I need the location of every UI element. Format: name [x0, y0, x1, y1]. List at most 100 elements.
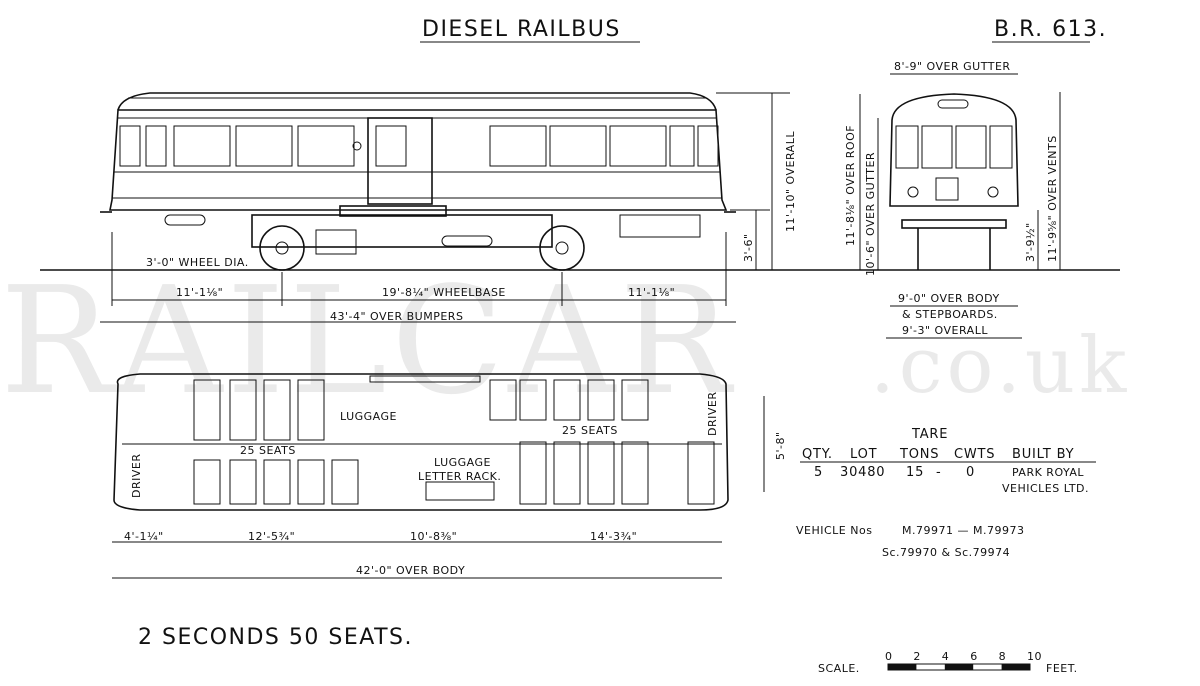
seat-bay-lower-right	[621, 441, 649, 505]
over-vents-label: 11'-9⅝" OVER VENTS	[1046, 135, 1059, 262]
side-body	[109, 109, 728, 211]
side-window	[549, 125, 607, 167]
end-window-3	[955, 125, 987, 169]
seat-bay-upper-right	[553, 379, 581, 421]
letter-rack-box	[425, 481, 495, 501]
watermark-main: RAILCAR	[0, 255, 735, 427]
overall-height-label: 11'-10" OVERALL	[784, 131, 797, 232]
tare-header-lot: LOT	[850, 447, 877, 462]
letter-rack-label: LETTER RACK.	[418, 470, 501, 483]
side-door	[367, 117, 433, 205]
headlamp-left	[907, 186, 919, 198]
scale-tick-label: 0	[885, 650, 893, 663]
drawing-number: B.R. 613.	[994, 17, 1107, 42]
overhang-right-label: 11'-1⅛"	[628, 286, 675, 299]
seat-bay-lower-left	[331, 459, 359, 505]
engine-unit	[315, 229, 357, 255]
headlamp-right	[987, 186, 999, 198]
tare-title: TARE	[911, 427, 948, 442]
side-window	[235, 125, 293, 167]
side-window	[489, 125, 547, 167]
side-window	[145, 125, 167, 167]
tare-header-cwts: CWTS	[954, 447, 995, 462]
luggage-label: LUGGAGE	[340, 410, 397, 423]
overhang-left-label: 11'-1⅛"	[176, 286, 223, 299]
seat-bay-upper-right	[587, 379, 615, 421]
route-indicator	[935, 177, 959, 201]
end-floor-label: 3'-9½"	[1024, 222, 1037, 262]
tare-qty-value: 5	[814, 465, 823, 480]
seat-bay-upper-left	[229, 379, 257, 441]
scale-unit: FEET.	[1046, 662, 1078, 675]
side-door-plan	[369, 375, 481, 383]
dim-d-label: 14'-3¾"	[590, 530, 637, 543]
watermark-suffix: .co.uk	[870, 321, 1130, 411]
seat-bay-upper-right	[519, 379, 547, 421]
seats-right-label: 25 SEATS	[562, 424, 618, 437]
tare-lot-value: 30480	[840, 465, 885, 480]
plan-view: LUGGAGE 25 SEATS 25 SEATS LUGGAGE LETTER…	[112, 373, 787, 579]
seat-bay-lower-left	[193, 459, 221, 505]
scale-bar-fill	[944, 664, 974, 670]
seat-bay-lower-right	[687, 441, 715, 505]
scale-bar-fill	[1001, 664, 1030, 670]
floor-height-label: 3'-6"	[742, 233, 755, 262]
tare-cwts-value: 0	[966, 465, 975, 480]
side-windows	[119, 125, 719, 167]
side-window	[609, 125, 667, 167]
door-window	[375, 125, 407, 167]
end-elevation: 8'-9" OVER GUTTER 11'-8⅛" OVER ROOF 10'-…	[844, 60, 1061, 339]
side-window	[173, 125, 231, 167]
end-window-4	[989, 125, 1013, 169]
axle-left	[275, 241, 289, 255]
side-window	[119, 125, 141, 167]
end-body	[889, 93, 1019, 207]
builder-line-1: PARK ROYAL	[1012, 466, 1084, 479]
seat-bay-lower-right	[519, 441, 547, 505]
step-board	[339, 205, 447, 217]
fuel-tank	[164, 214, 206, 226]
dim-b-label: 12'-5¾"	[248, 530, 295, 543]
side-elevation: 11'-10" OVERALL 3'-6" 3'-0" WHEEL DIA. 1…	[40, 92, 1120, 323]
plan-over-body-label: 42'-0" OVER BODY	[356, 564, 465, 577]
seat-bay-upper-left	[193, 379, 221, 441]
dim-c-label: 10'-8⅜"	[410, 530, 457, 543]
seat-bay-lower-right	[587, 441, 615, 505]
driver-right-label: DRIVER	[706, 392, 719, 436]
tare-tons-value: 15	[906, 465, 924, 480]
scale-bar-fill	[888, 664, 917, 670]
tare-header-qty: QTY.	[802, 447, 833, 462]
tare-table: TARE QTY. LOT TONS CWTS BUILT BY 5 30480…	[800, 427, 1096, 495]
vehicle-numbers-line-1: M.79971 — M.79973	[902, 524, 1024, 537]
scale-tick-label: 6	[970, 650, 978, 663]
end-window-1	[895, 125, 919, 169]
underframe-box	[251, 214, 553, 248]
tare-header-built-by: BUILT BY	[1012, 447, 1074, 462]
luggage-rack-label: LUGGAGE	[434, 456, 491, 469]
dim-a-label: 4'-1¼"	[124, 530, 164, 543]
wheel-dia-label: 3'-0" WHEEL DIA.	[146, 256, 249, 269]
over-body-width-label: 9'-0" OVER BODY	[898, 292, 1000, 305]
end-window-2	[921, 125, 953, 169]
over-bumpers-label: 43'-4" OVER BUMPERS	[330, 310, 463, 323]
seats-left-label: 25 SEATS	[240, 444, 296, 457]
drawing-title: DIESEL RAILBUS	[422, 17, 621, 42]
scale-tick-label: 8	[999, 650, 1007, 663]
over-gutter-width-label: 8'-9" OVER GUTTER	[894, 60, 1011, 73]
builder-line-2: VEHICLES LTD.	[1002, 482, 1089, 495]
seat-bay-upper-left	[297, 379, 325, 441]
vehicle-numbers-line-2: Sc.79970 & Sc.79974	[882, 546, 1010, 559]
plan-seats	[193, 379, 715, 505]
seating-summary: 2 SECONDS 50 SEATS.	[138, 625, 413, 650]
vehicle-numbers-label: VEHICLE Nos	[796, 524, 872, 537]
plan-width-label: 5'-8"	[774, 431, 787, 460]
tare-dash: -	[936, 465, 942, 480]
seat-bay-lower-left	[263, 459, 291, 505]
tare-header-tons: TONS	[899, 447, 939, 462]
side-window	[697, 125, 719, 167]
scale-tick-label: 10	[1027, 650, 1042, 663]
